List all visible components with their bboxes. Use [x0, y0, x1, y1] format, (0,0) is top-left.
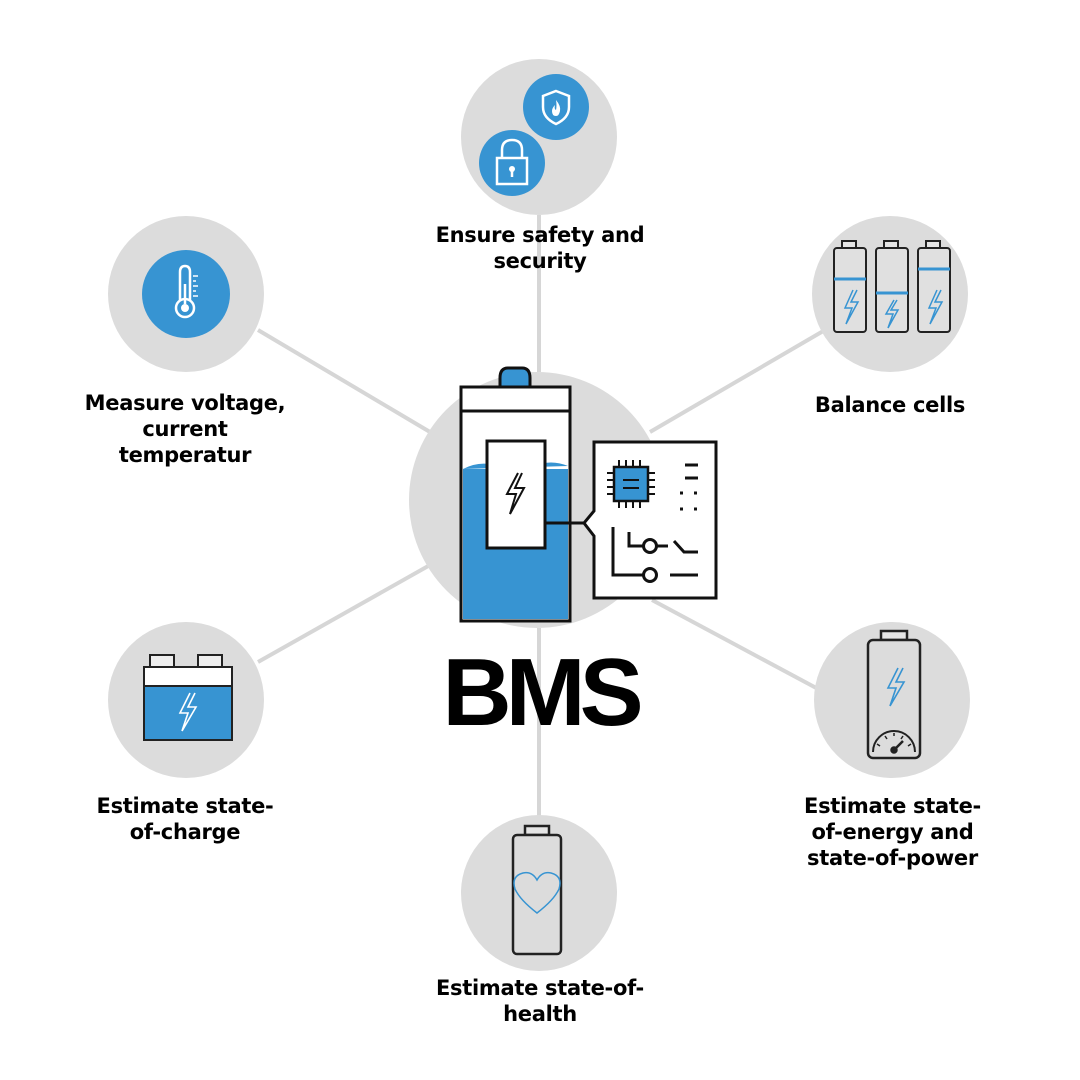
connector-soe: [651, 598, 821, 692]
label-soc: Estimate state- of-charge: [96, 794, 274, 844]
connector-soc: [257, 563, 431, 664]
connectors: [256, 215, 827, 820]
label-soh: Estimate state-of- health: [436, 976, 644, 1026]
padlock-icon: [479, 130, 545, 196]
circuit-board-icon: [582, 440, 718, 600]
label-measure: Measure voltage, current temperatur: [84, 391, 286, 467]
battery-gauge-icon: [866, 629, 922, 760]
battery-heart-icon: [511, 824, 563, 956]
shield-flame-icon: [523, 74, 589, 140]
bms-title: BMS: [442, 639, 643, 746]
label-balance: Balance cells: [814, 393, 966, 417]
connector-balance: [648, 328, 827, 434]
label-safety: Ensure safety and security: [435, 223, 645, 273]
battery-cells-icon: [833, 240, 951, 333]
car-battery-icon: [143, 654, 233, 741]
central-battery-icon: [459, 366, 590, 623]
label-soe: Estimate state- of-energy and state-of-p…: [804, 794, 981, 870]
connector-measure: [256, 328, 432, 434]
thermometer-icon: [142, 250, 230, 338]
